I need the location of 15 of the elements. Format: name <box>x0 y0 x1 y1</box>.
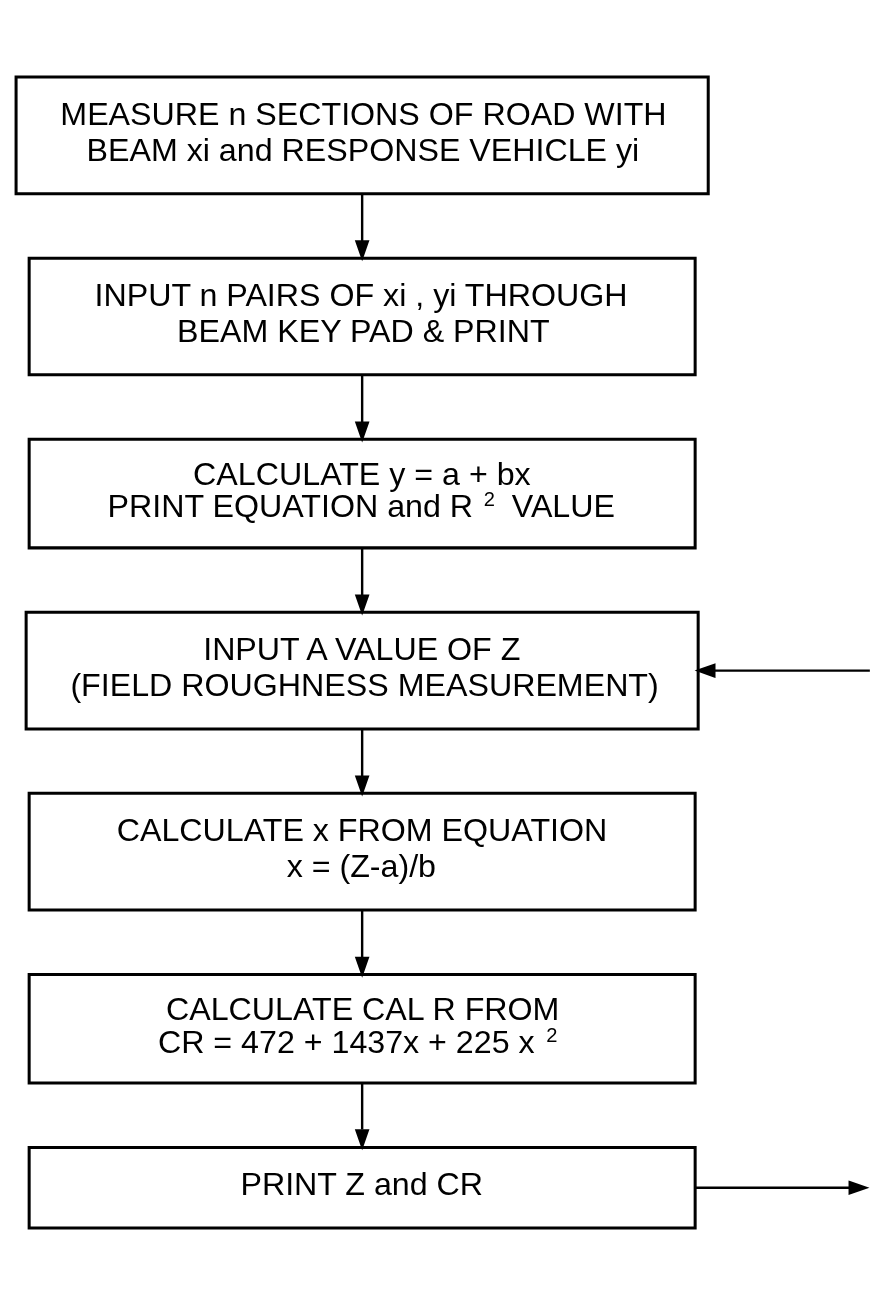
arrow <box>354 910 370 978</box>
node-box: INPUT n PAIRS OF xi , yi THROUGH BEAM KEY PAD & PRINT <box>27 256 697 377</box>
arrow <box>354 194 370 262</box>
arrow <box>354 375 370 443</box>
arrow <box>694 663 870 678</box>
arrow <box>354 548 370 616</box>
arrow <box>695 1180 870 1196</box>
node-box: CALCULATE y = a + bx PRINT EQUATION and R$^{2}$ VALUE <box>27 437 697 550</box>
node-box: PRINT Z and CR <box>27 1145 697 1230</box>
arrow <box>354 729 370 797</box>
node-box: CALCULATE x FROM EQUATION x = (Z-a)/b <box>27 791 697 912</box>
node-box: INPUT A VALUE OF Z (FIELD ROUGHNESS MEASUREMENT) <box>24 610 700 731</box>
arrow <box>354 1083 370 1151</box>
node-box: CALCULATE CAL R FROM CR = 472 + 1437x + 225 x$^{2}$ <box>27 972 697 1085</box>
node-box: MEASURE n SECTIONS OF ROAD WITH BEAM xi and RESPONSE VEHICLE yi <box>14 75 710 196</box>
